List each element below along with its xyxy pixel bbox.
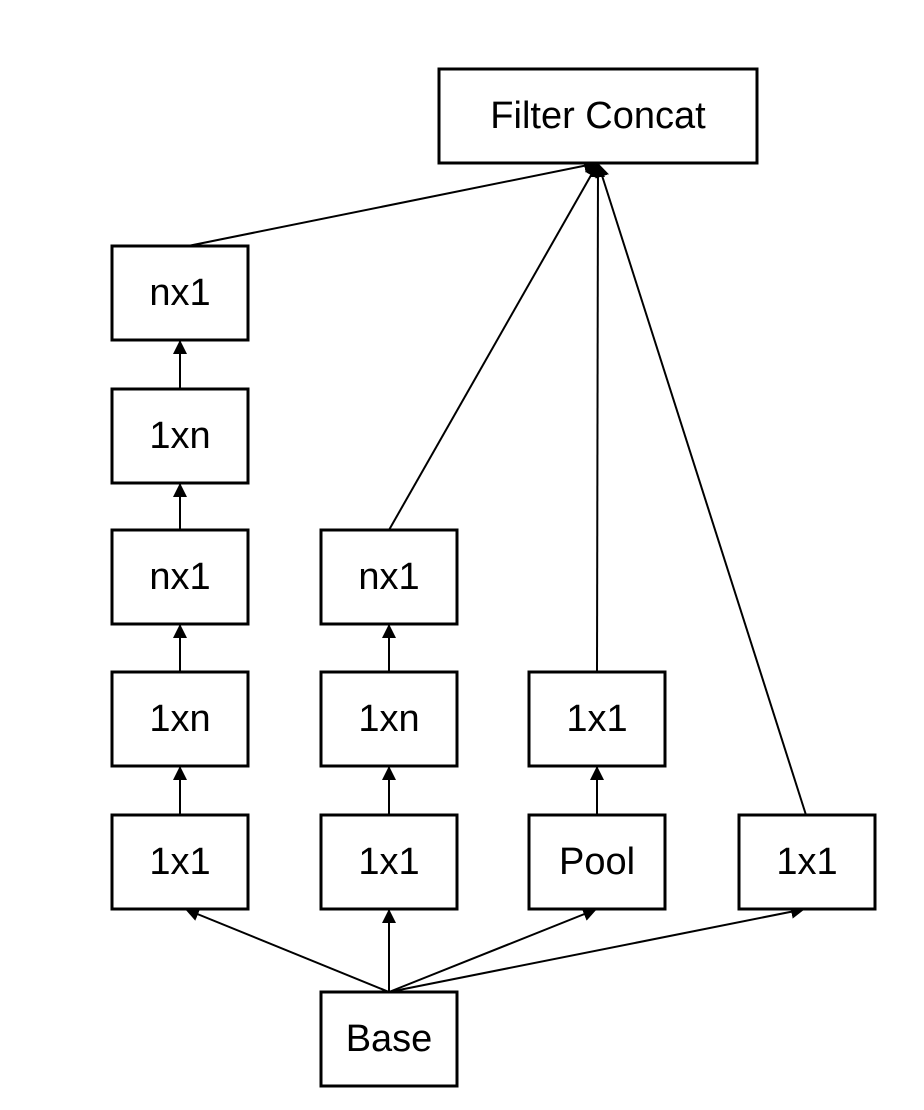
col3-1x1-node: 1x1 [527, 670, 667, 768]
edges [173, 158, 807, 993]
col2-nx1-node: nx1 [319, 528, 459, 626]
col1-1xn-lower-node: 1xn [110, 670, 250, 768]
edge-col2-nx1-to-filter-concat [388, 162, 599, 531]
base-node: Base [319, 990, 459, 1088]
col3-pool-node: Pool [527, 813, 667, 911]
col4-1x1-node: 1x1 [737, 813, 877, 911]
col2-1xn-node: 1xn [319, 670, 459, 768]
col1-1x1-node: 1x1 [110, 813, 250, 911]
edge-col1-nx1-top-to-filter-concat [187, 158, 599, 247]
col2-1x1-node: 1x1 [319, 813, 459, 911]
col1-nx1-mid-label: nx1 [149, 556, 210, 598]
col1-1xn-upper-node: 1xn [110, 387, 250, 485]
col1-1xn-lower-label: 1xn [149, 698, 210, 740]
edge-base-to-col4-1x1 [388, 904, 806, 993]
col3-pool-label: Pool [559, 841, 635, 883]
edge-base-to-col1-1x1 [184, 907, 390, 993]
col3-1x1-label: 1x1 [566, 698, 627, 740]
col1-1x1-label: 1x1 [149, 841, 210, 883]
base-label: Base [346, 1018, 433, 1060]
filter-concat-node: Filter Concat [437, 67, 759, 165]
col2-1x1-label: 1x1 [358, 841, 419, 883]
col2-1xn-label: 1xn [358, 698, 419, 740]
col4-1x1-label: 1x1 [776, 841, 837, 883]
filter-concat-label: Filter Concat [490, 95, 706, 137]
edge-col3-1x1-to-filter-concat [590, 162, 605, 673]
col1-1xn-upper-label: 1xn [149, 415, 210, 457]
col2-nx1-label: nx1 [358, 556, 419, 598]
col1-nx1-top-label: nx1 [149, 272, 210, 314]
edge-col4-1x1-to-filter-concat [595, 162, 807, 816]
col1-nx1-mid-node: nx1 [110, 528, 250, 626]
col1-nx1-top-node: nx1 [110, 244, 250, 342]
edge-base-to-col3-pool [388, 907, 598, 993]
